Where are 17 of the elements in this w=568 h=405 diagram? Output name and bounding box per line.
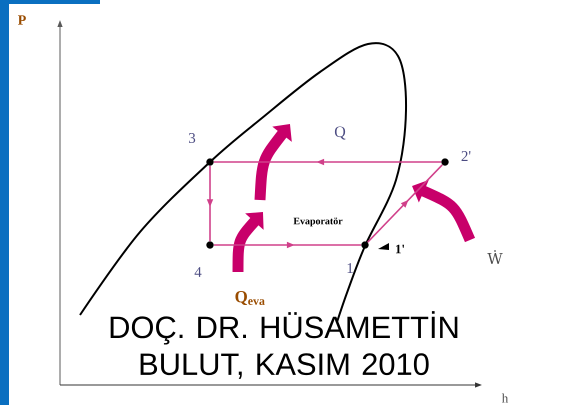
point-label: 4 — [194, 267, 202, 277]
point-label: 3 — [189, 133, 196, 144]
cycle-line — [367, 164, 443, 243]
point-label: 1 — [348, 263, 353, 273]
work-label: Ẇ — [487, 250, 503, 264]
state-point — [441, 158, 449, 166]
state-point — [206, 158, 214, 166]
author-footer: DOÇ. DR. HÜSAMETTİN BULUT, KASIM 2010 — [110, 311, 458, 379]
state-point — [361, 241, 369, 249]
state-label: 1' — [396, 244, 404, 254]
point-label: 2' — [462, 151, 470, 161]
component-label: Evaporatör — [294, 218, 342, 226]
axis-label: P — [18, 15, 26, 25]
heat-label: Q$_{eva}$ — [235, 291, 265, 305]
heat-label: Q — [334, 126, 346, 140]
state-point — [206, 241, 214, 249]
axis-label: h — [502, 394, 508, 402]
